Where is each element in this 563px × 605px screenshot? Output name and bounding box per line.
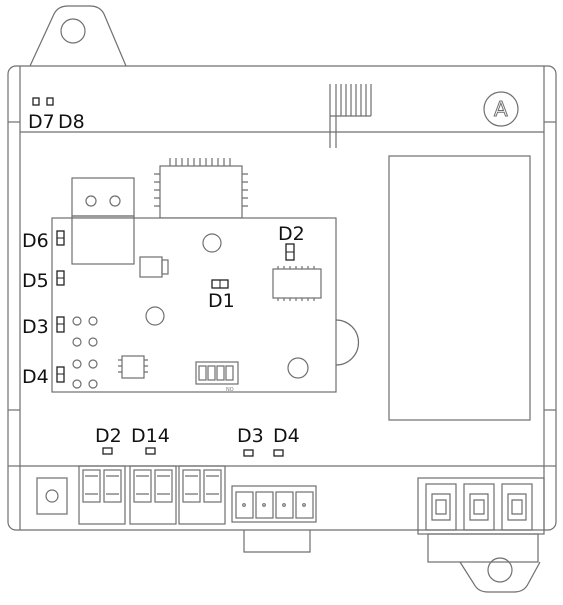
board-hole-upper bbox=[202, 233, 222, 253]
label-d2-board: D2 bbox=[278, 223, 305, 245]
four-pin-connector bbox=[231, 485, 317, 523]
label-d3-bottom: D3 bbox=[237, 425, 264, 447]
led-d8 bbox=[46, 97, 54, 106]
dip-switch bbox=[195, 361, 239, 385]
relay-module bbox=[388, 155, 531, 421]
bottom-mounting-tab bbox=[459, 557, 541, 593]
top-mounting-tab bbox=[29, 5, 127, 67]
led-d3-bottom bbox=[243, 449, 254, 457]
label-d1: D1 bbox=[208, 290, 235, 312]
label-d2-bottom: D2 bbox=[95, 425, 122, 447]
label-d7: D7 bbox=[28, 111, 55, 133]
label-d8: D8 bbox=[58, 111, 85, 133]
badge-letter: A bbox=[494, 97, 508, 121]
dip-switch-mark: NO bbox=[226, 387, 234, 393]
small-chip bbox=[118, 355, 148, 379]
soic-chip bbox=[272, 266, 322, 301]
led-d14 bbox=[145, 447, 156, 455]
power-terminal bbox=[417, 477, 545, 563]
terminal-block-1 bbox=[78, 465, 126, 525]
board-led-holes bbox=[72, 316, 98, 389]
top-terminal-lower bbox=[71, 217, 135, 265]
label-d4-left: D4 bbox=[22, 366, 49, 388]
label-d14: D14 bbox=[131, 425, 170, 447]
led-d4-bottom bbox=[273, 449, 284, 457]
led-d7 bbox=[32, 97, 40, 106]
transistor bbox=[139, 256, 169, 278]
mounting-hole bbox=[60, 18, 86, 44]
label-d6: D6 bbox=[22, 230, 49, 252]
qfp-chip bbox=[154, 158, 248, 219]
label-d4-bottom: D4 bbox=[273, 425, 300, 447]
board-hole-lower bbox=[287, 357, 309, 379]
terminal-block-2 bbox=[129, 465, 177, 525]
board-hole-middle bbox=[145, 306, 165, 326]
antenna-grille bbox=[329, 84, 372, 148]
terminal-block-3 bbox=[178, 465, 226, 525]
mounting-hole bbox=[487, 557, 513, 583]
label-d3-left: D3 bbox=[22, 316, 49, 338]
brand-badge-circle bbox=[483, 91, 519, 127]
reset-button bbox=[36, 477, 68, 515]
capacitor-edge bbox=[335, 319, 360, 366]
label-d5: D5 bbox=[22, 270, 49, 292]
led-d2-bottom bbox=[102, 447, 113, 455]
bottom-clip bbox=[243, 530, 311, 553]
